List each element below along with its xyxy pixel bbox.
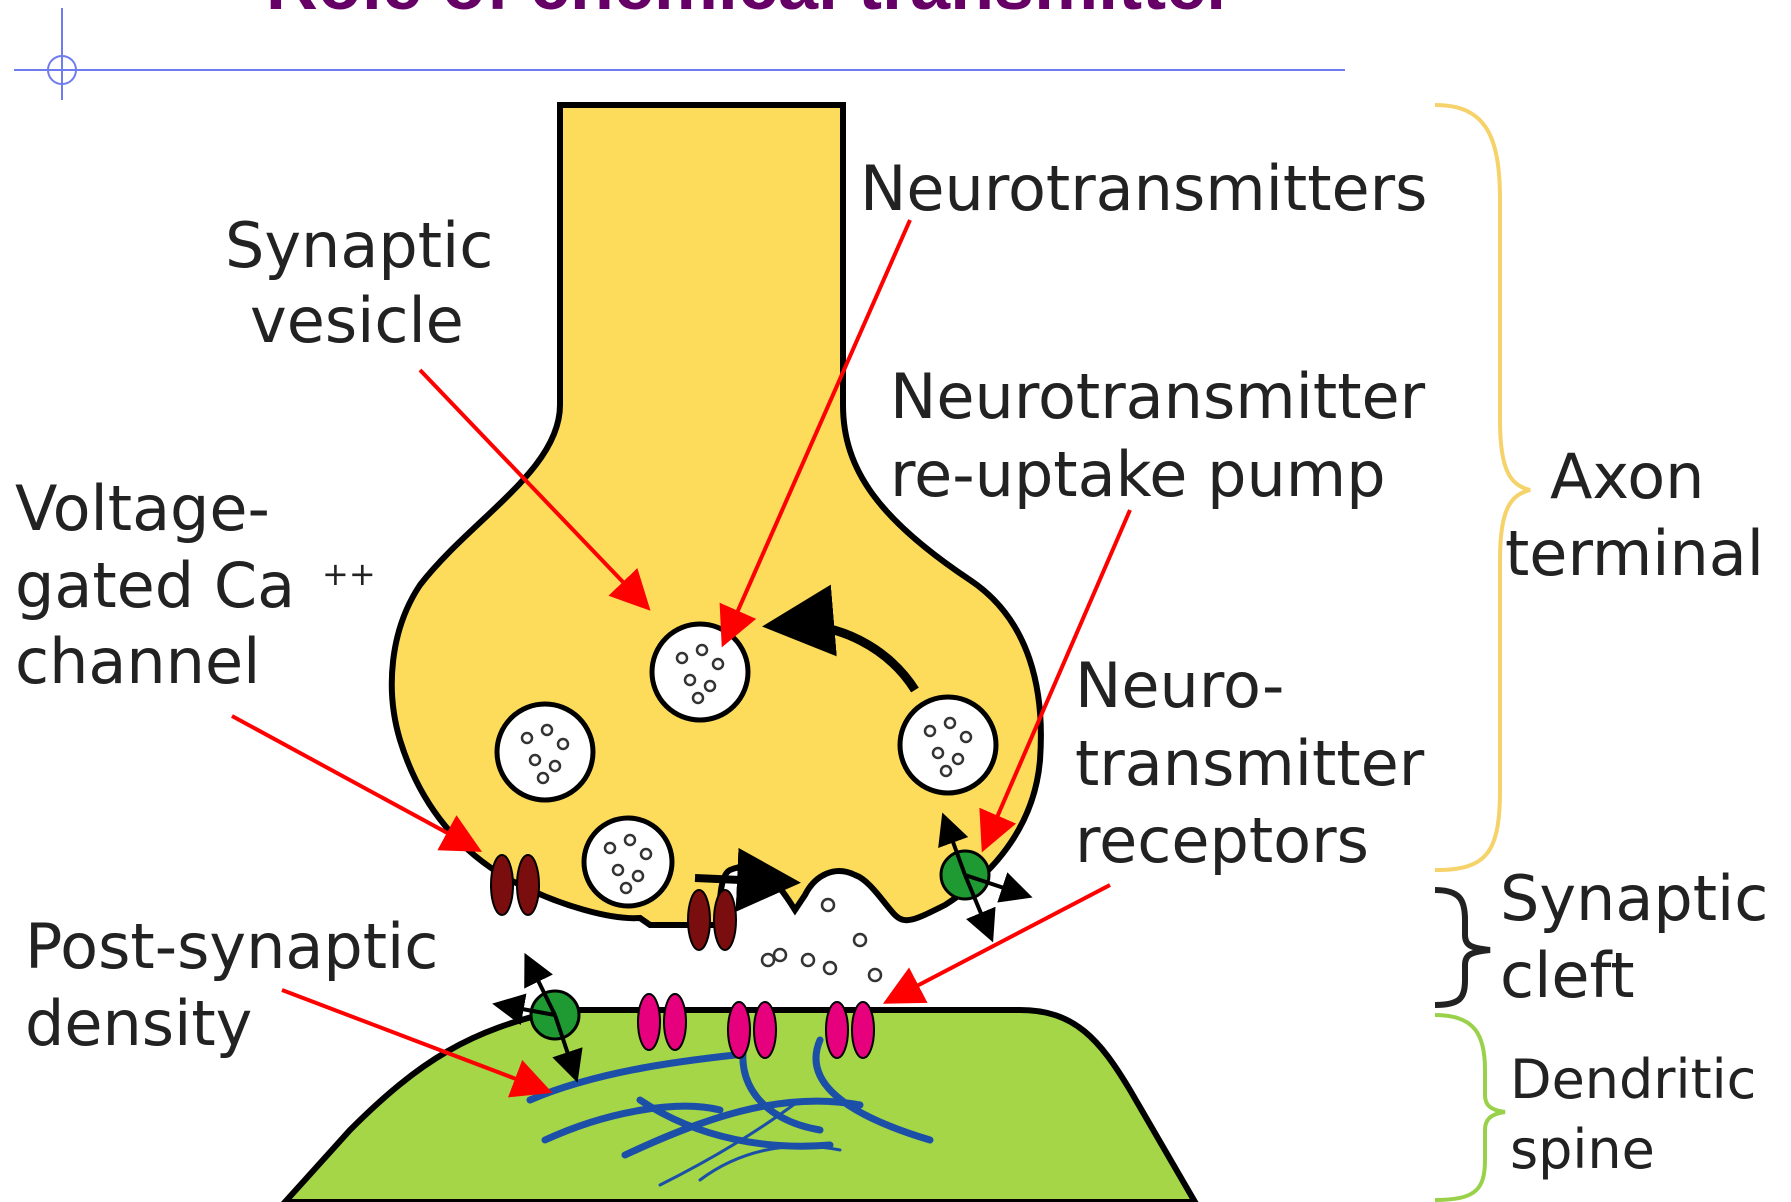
neurotransmitter-dot [802,954,814,966]
synaptic-cleft-brace [1435,890,1490,1005]
vesicle-icon [900,697,996,793]
label-nt-receptors: Neuro- transmitter receptors [1075,649,1444,877]
label-synaptic-cleft: Synaptic cleft [1500,862,1788,1012]
label-post-synaptic-density: Post-synaptic density [25,910,458,1060]
neurotransmitter-dot [822,899,834,911]
dendritic-spine-brace [1435,1015,1505,1200]
vesicle-icon [497,704,593,800]
neurotransmitter-dot [854,934,866,946]
label-axon-terminal: Axon terminal [1505,440,1764,590]
label-neurotransmitters: Neurotransmitters [860,152,1427,225]
label-reuptake-pump: Neurotransmitter re-uptake pump [890,360,1445,511]
vesicle-icon [652,624,748,720]
neurotransmitter-receptors [638,994,874,1058]
release-arrow [695,878,785,882]
title-rule [14,8,1345,100]
label-voltage-gated-channel: Voltage- gated Ca channel [15,472,315,698]
neurotransmitter-dot [824,962,836,974]
vesicle-icon [584,818,672,906]
label-synaptic-vesicle: Synaptic vesicle [225,209,513,357]
neurotransmitter-dot [774,949,786,961]
neurotransmitter-dot [762,954,774,966]
released-neurotransmitters [762,899,881,981]
label-ca-superscript: ++ [322,555,376,593]
label-dendritic-spine: Dendritic spine [1510,1048,1774,1181]
axon-terminal-brace [1435,105,1530,870]
neurotransmitter-dot [869,969,881,981]
